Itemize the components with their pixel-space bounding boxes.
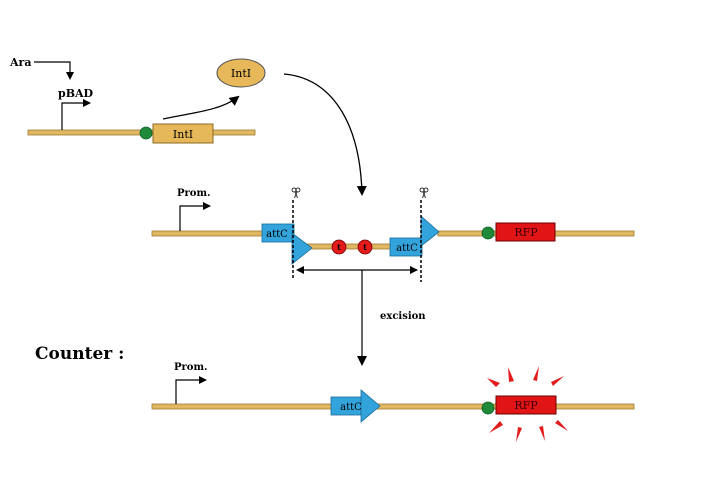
rbs-icon (481, 226, 495, 240)
attC-right-triangle (420, 215, 440, 247)
scissors-icon (291, 187, 301, 199)
terminator-2-label: t (363, 242, 367, 252)
rbs-icon (139, 126, 153, 140)
attC-right-box (389, 237, 423, 257)
integrase-action-arrow (283, 73, 367, 196)
ara-arrow (34, 61, 74, 80)
dna-strand-bottom (151, 403, 635, 410)
terminator-2-icon (357, 239, 373, 255)
attC-left-triangle (291, 232, 313, 265)
burst-ray (555, 420, 568, 431)
attC-left-label: attC (266, 229, 288, 240)
rfp-box-bottom (495, 395, 557, 415)
construct-after: attC RFP (151, 376, 635, 423)
terminator-1-icon (331, 239, 347, 255)
burst-ray (508, 367, 514, 382)
attC-right-label: attC (396, 243, 418, 254)
attC-result-label: attC (340, 402, 362, 413)
scissors-icon (419, 187, 429, 199)
rbs-icon (481, 401, 495, 415)
intI-protein-label: IntI (231, 67, 251, 80)
promoter-label-bottom: Prom. (174, 362, 208, 373)
burst-ray (489, 421, 503, 433)
ara-induction: Ara (9, 56, 74, 80)
burst-ray (533, 366, 539, 381)
burst-ray (487, 378, 500, 387)
promoter-arrow-icon (61, 99, 91, 130)
intI-plasmid: IntI (27, 99, 256, 144)
cut-sites (291, 187, 429, 282)
ara-label: Ara (9, 56, 31, 69)
dna-strand-middle-left (151, 230, 263, 237)
promoter-arrow-icon (179, 202, 211, 231)
intI-gene-label: IntI (173, 128, 193, 141)
attC-left-box (261, 223, 295, 243)
counter-title: Counter : (35, 344, 124, 364)
pbad-label: pBAD (58, 87, 94, 100)
construct-before: attC t t attC RFP (151, 202, 635, 265)
promoter-label-middle: Prom. (177, 188, 211, 199)
rfp-label-bottom: RFP (514, 399, 538, 412)
intI-gene-box (152, 123, 214, 144)
excision-label: excision (380, 311, 426, 322)
rfp-box-middle (495, 222, 556, 242)
terminator-1-label: t (337, 242, 341, 252)
burst-ray (551, 376, 564, 386)
intI-protein-ellipse (216, 58, 266, 88)
burst-icon (487, 366, 568, 442)
burst-ray (539, 426, 545, 441)
expression-arrow (162, 95, 240, 120)
promoter-arrow-icon (175, 376, 207, 404)
attC-result-triangle (360, 389, 381, 423)
intI-protein: IntI (216, 58, 266, 88)
burst-ray (516, 427, 522, 442)
rfp-label-middle: RFP (514, 226, 538, 239)
